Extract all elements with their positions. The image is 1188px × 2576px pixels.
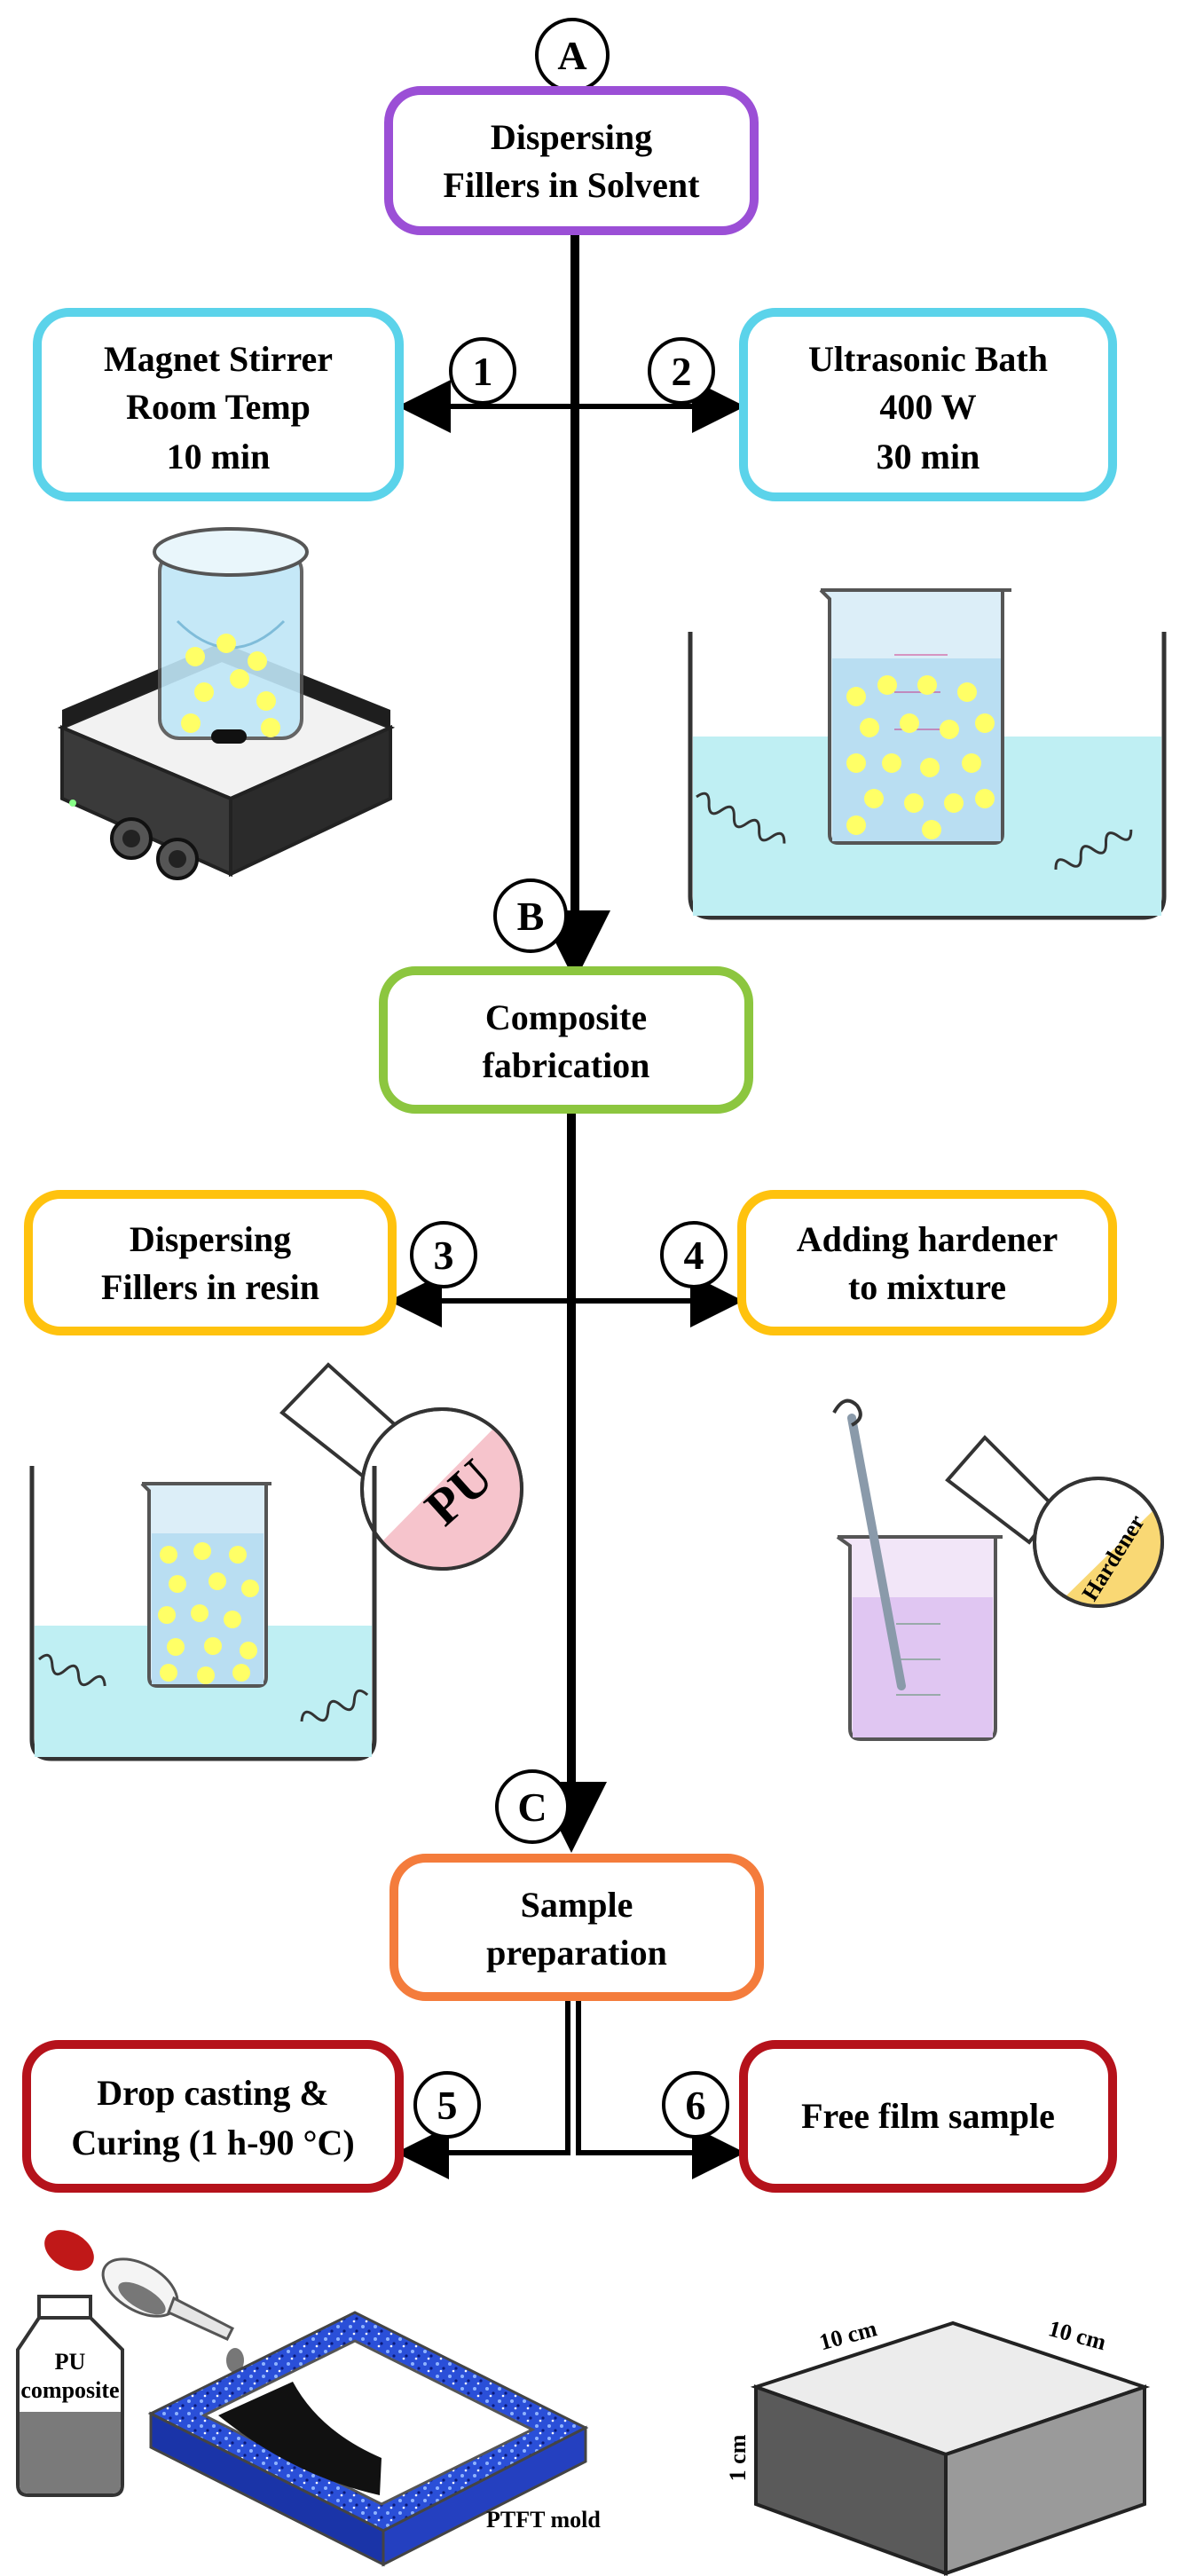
stage-a: A Dispersing Fillers in Solvent [384, 18, 759, 235]
step-3-marker [410, 1221, 477, 1288]
step-6-marker [662, 2071, 729, 2139]
step-2: 2 Ultrasonic Bath 400 W 30 min [648, 308, 1117, 501]
stage-b-marker [493, 878, 568, 953]
step-1-marker [449, 337, 516, 405]
stage-a-line-1: Dispersing [491, 117, 652, 157]
step-4: 4 Adding hardener to mixture [660, 1190, 1117, 1335]
stage-c-line-2: preparation [486, 1933, 667, 1973]
arrow-to-step-5 [396, 1995, 570, 2179]
stage-b-line-2: fabrication [483, 1045, 650, 1085]
stage-a-box [384, 86, 759, 235]
step-1-number: 1 [473, 349, 493, 394]
free-film-block: 10 cm 10 cm 1 cm [725, 2315, 1151, 2576]
stage-b: B Composite fabrication [379, 878, 753, 1114]
film-dim-depth: 10 cm [1046, 2315, 1109, 2355]
step-2-marker [648, 337, 715, 405]
step-5-marker [413, 2071, 481, 2139]
step-6: 6 Free film sample [662, 2040, 1117, 2193]
step-2-box [739, 308, 1117, 501]
step-5-box [22, 2040, 404, 2193]
stage-b-line-1: Composite [485, 997, 647, 1037]
stage-c: C Sample preparation [389, 1769, 764, 2001]
hardener-flask: Hardener [945, 1435, 1164, 1608]
hardener-illustration: Hardener [832, 1398, 1164, 1741]
magnetic-stirrer-illustration [57, 527, 396, 880]
stage-c-marker [495, 1769, 570, 1844]
ptft-mold: PTFT mold [147, 2311, 601, 2567]
step-4-line-2: to mixture [848, 1267, 1006, 1307]
arrow-to-step-6 [576, 1995, 745, 2179]
stage-a-marker-label: A [557, 33, 586, 78]
step-1-line-1: Magnet Stirrer [104, 339, 333, 379]
step-5-line-2: Curing (1 h-90 °C) [71, 2123, 354, 2162]
pu-resin-illustration: PU [29, 1362, 523, 1761]
pipette [44, 2230, 235, 2341]
step-1: 1 Magnet Stirrer Room Temp 10 min [33, 308, 516, 501]
stage-c-marker-label: C [517, 1784, 547, 1830]
step-3: 3 Dispersing Fillers in resin [24, 1190, 477, 1335]
step-3-line-1: Dispersing [130, 1219, 291, 1259]
step-2-number: 2 [672, 349, 692, 394]
stage-a-line-2: Fillers in Solvent [444, 165, 701, 205]
step-1-box [33, 308, 404, 501]
mold-label: PTFT mold [486, 2507, 601, 2533]
bottle-label-line-2: composite [20, 2377, 119, 2403]
pu-composite-bottle: PU composite [16, 2295, 124, 2497]
step-4-line-1: Adding hardener [797, 1219, 1058, 1259]
bottle-label-line-1: PU [55, 2349, 86, 2375]
step-4-number: 4 [684, 1233, 704, 1278]
stage-c-line-1: Sample [521, 1885, 633, 1925]
step-2-line-2: 400 W [879, 387, 976, 427]
step-1-line-2: Room Temp [126, 387, 311, 427]
stage-b-marker-label: B [517, 894, 545, 939]
step-5: 5 Drop casting & Curing (1 h-90 °C) [22, 2040, 481, 2193]
connectors [389, 232, 745, 2179]
drop-casting-illustration: PU composite PTFT mold [16, 2230, 601, 2567]
step-6-box [739, 2040, 1117, 2193]
step-6-line-1: Free film sample [801, 2096, 1055, 2136]
step-1-line-3: 10 min [167, 437, 271, 477]
ultrasonic-bath-illustration [688, 588, 1167, 920]
pu-flask: PU [279, 1362, 523, 1571]
step-3-number: 3 [434, 1233, 454, 1278]
step-4-box [737, 1190, 1117, 1335]
film-dim-height: 1 cm [725, 2434, 751, 2481]
step-5-number: 5 [437, 2083, 458, 2128]
step-3-box [24, 1190, 397, 1335]
step-5-line-1: Drop casting & [97, 2073, 328, 2113]
step-6-number: 6 [686, 2083, 706, 2128]
step-4-marker [660, 1221, 728, 1288]
step-2-line-3: 30 min [877, 437, 980, 477]
stage-c-box [389, 1854, 764, 2001]
step-3-line-2: Fillers in resin [101, 1267, 319, 1307]
step-2-line-1: Ultrasonic Bath [808, 339, 1048, 379]
stage-b-box [379, 966, 753, 1114]
